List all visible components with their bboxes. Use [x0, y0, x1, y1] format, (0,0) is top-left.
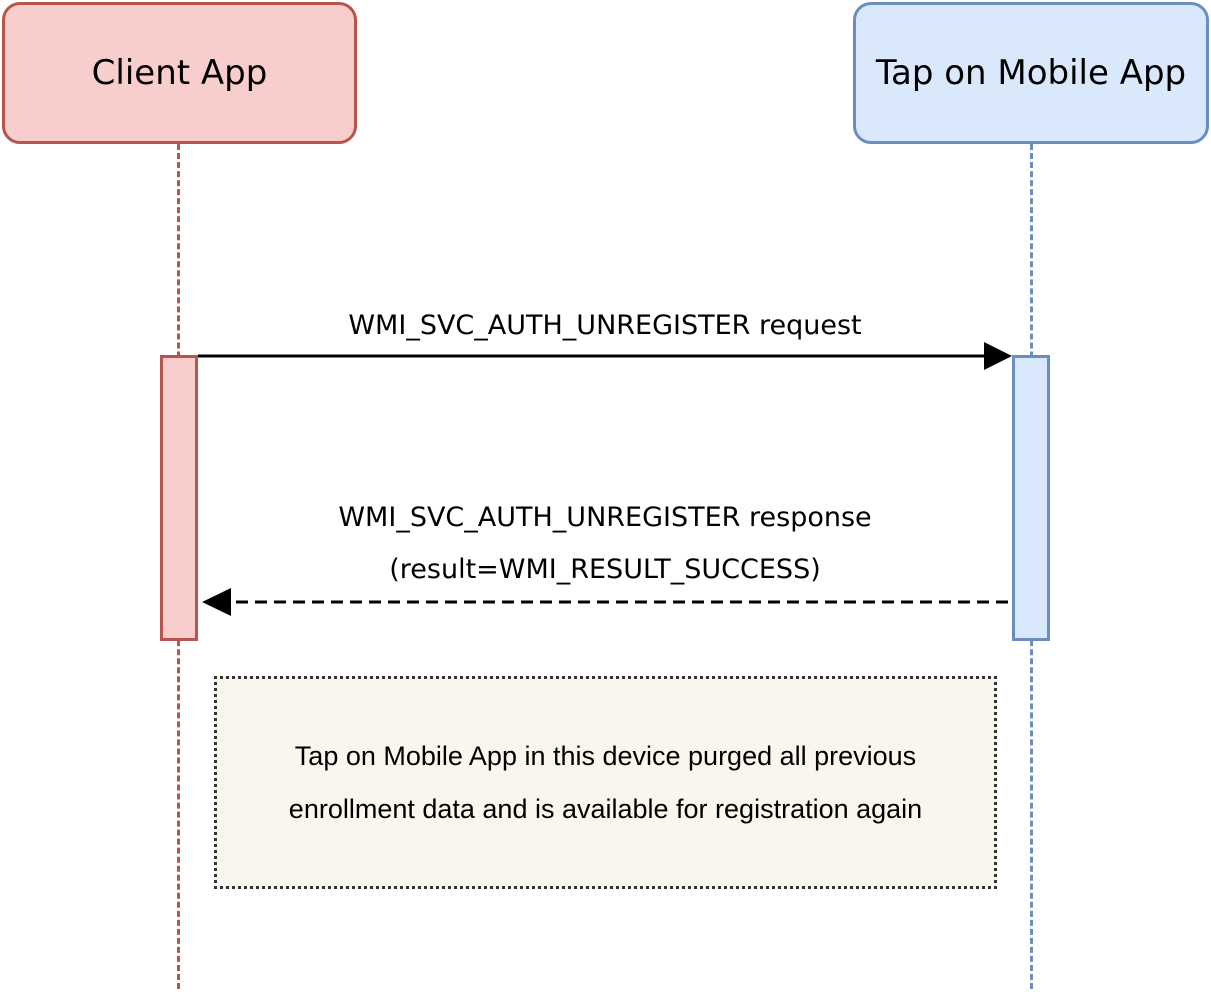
- client-app-activation-bar: [160, 355, 198, 641]
- request-message-label: WMI_SVC_AUTH_UNREGISTER request: [348, 310, 862, 341]
- response-message-label: WMI_SVC_AUTH_UNREGISTER response: [338, 502, 872, 533]
- tap-on-mobile-app-label: Tap on Mobile App: [875, 53, 1187, 93]
- client-app-participant: Client App: [2, 2, 357, 144]
- response-arrowhead: [202, 588, 231, 616]
- tap-on-mobile-app-activation-bar: [1012, 355, 1050, 641]
- response-message-result: (result=WMI_RESULT_SUCCESS): [389, 554, 821, 585]
- note-line-1: Tap on Mobile App in this device purged …: [294, 740, 917, 771]
- tap-on-mobile-app-participant: Tap on Mobile App: [853, 2, 1209, 144]
- client-app-label: Client App: [91, 53, 268, 93]
- note-box: Tap on Mobile App in this device purged …: [214, 676, 997, 889]
- request-arrowhead: [984, 342, 1012, 370]
- note-line-2: enrollment data and is available for reg…: [288, 793, 923, 824]
